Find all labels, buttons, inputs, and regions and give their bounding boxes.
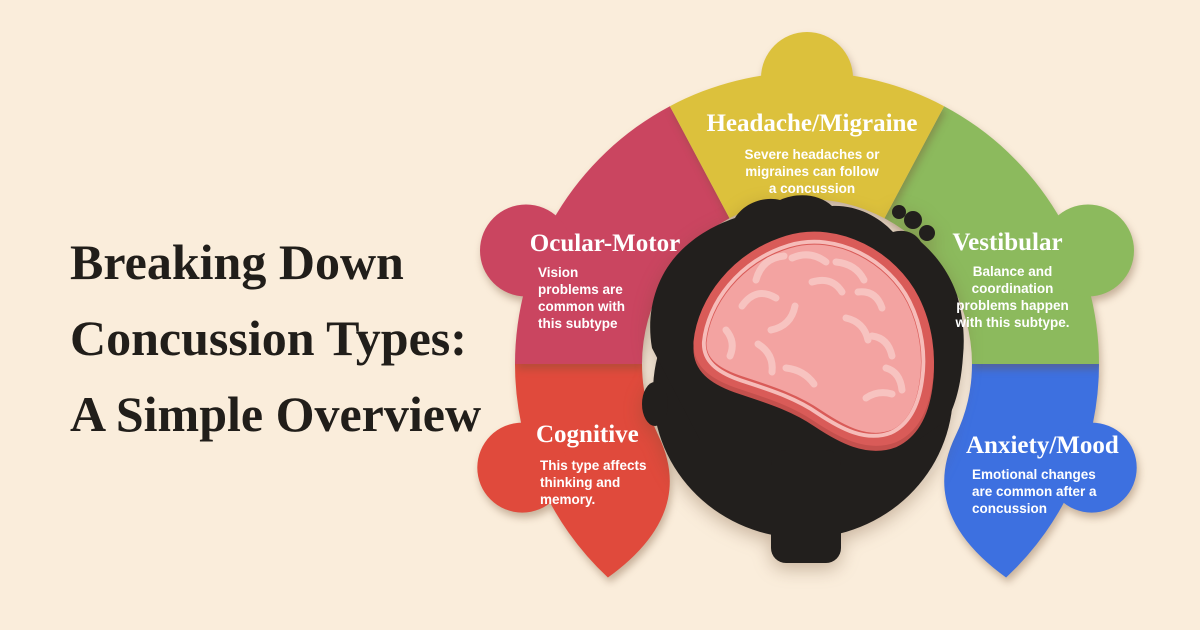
segment-anxiety-bump — [1046, 422, 1137, 513]
segment-ocular-shape — [515, 106, 730, 364]
segment-headache-migraine — [669, 32, 945, 219]
segment-anxiety-mood — [944, 364, 1137, 578]
segment-headache-description: Severe headaches or migraines can follow… — [744, 147, 880, 196]
child-head-illustration — [642, 195, 964, 563]
hair-tuft-icon — [904, 211, 922, 229]
ear — [642, 382, 668, 426]
segment-vestibular-shape — [884, 106, 1099, 364]
segment-vestibular-description: Balance and coordination problems happen… — [955, 264, 1070, 330]
hair-tuft-icon — [892, 205, 906, 219]
segment-headache-shape — [669, 72, 945, 219]
segment-vestibular-bump — [1042, 204, 1134, 297]
page-title-line-2: Concussion Types: — [70, 310, 467, 366]
page-title: Breaking Down Concussion Types: A Simple… — [70, 224, 500, 452]
neck — [771, 450, 841, 563]
segment-vestibular — [884, 106, 1134, 364]
hair-tuft-icon — [919, 225, 935, 241]
segment-headache-bump — [761, 32, 853, 124]
brain-gyri-lines — [722, 251, 906, 402]
page-title-line-3: A Simple Overview — [70, 386, 482, 442]
segment-vestibular-label: Vestibular — [952, 229, 1063, 256]
segment-ocular-label: Ocular-Motor — [529, 230, 681, 257]
segment-ocular-description: Vision problems are common with this sub… — [538, 265, 625, 331]
segment-cognitive-bump — [477, 422, 568, 513]
segment-cognitive-description: This type affects thinking and memory. — [540, 458, 647, 507]
segment-ocular-motor — [480, 106, 730, 364]
segment-ocular-bump — [480, 204, 572, 297]
page-title-line-1: Breaking Down — [70, 234, 404, 290]
segment-cognitive — [477, 364, 670, 578]
segment-anxiety-label: Anxiety/Mood — [966, 432, 1119, 459]
segment-headache-label: Headache/Migraine — [706, 110, 918, 137]
segment-cognitive-label: Cognitive — [536, 421, 639, 448]
segment-anxiety-description: Emotional changes are common after a con… — [972, 467, 1097, 516]
brain-icon — [700, 238, 928, 444]
segment-cognitive-shape — [515, 364, 670, 578]
segment-anxiety-shape — [944, 364, 1099, 578]
